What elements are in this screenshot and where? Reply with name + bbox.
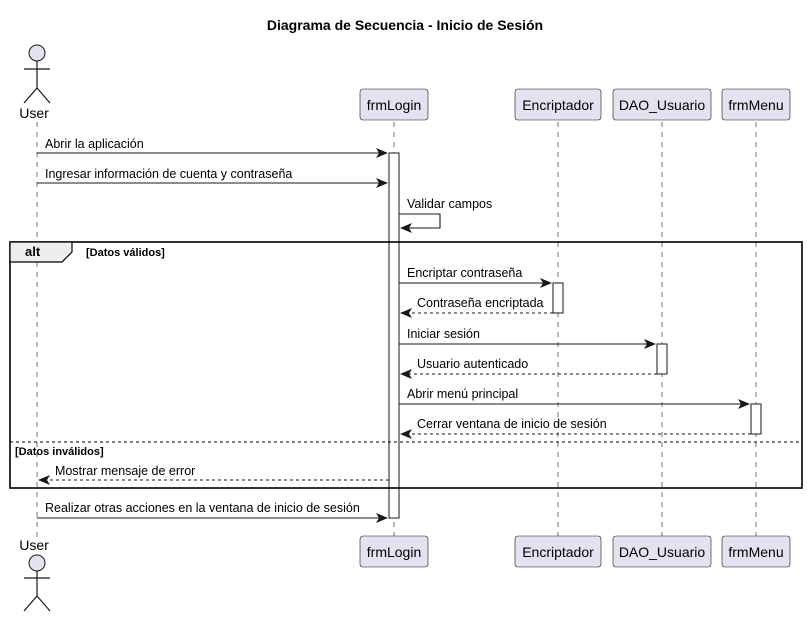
message-ingresar-informacion: Ingresar información de cuenta y contras… — [37, 167, 388, 188]
svg-text:Mostrar mensaje de error: Mostrar mensaje de error — [55, 464, 195, 478]
svg-text:Contraseña encriptada: Contraseña encriptada — [417, 296, 544, 310]
actor-user-bottom — [23, 554, 51, 612]
svg-text:Encriptador: Encriptador — [522, 544, 594, 560]
svg-text:Cerrar ventana de inicio de se: Cerrar ventana de inicio de sesión — [417, 417, 607, 431]
svg-text:Abrir la aplicación: Abrir la aplicación — [45, 137, 144, 151]
svg-text:DAO_Usuario: DAO_Usuario — [619, 97, 706, 113]
svg-text:frmLogin: frmLogin — [367, 544, 421, 560]
activation-encriptador — [552, 282, 564, 314]
svg-text:Usuario autenticado: Usuario autenticado — [417, 357, 528, 371]
guard-datos-invalidos: [Datos inválidos] — [15, 446, 104, 458]
actor-user-label-top: User — [19, 105, 49, 121]
message-realizar-otras-acciones: Realizar otras acciones en la ventana de… — [37, 501, 388, 523]
alt-fragment: alt [Datos válidos] [Datos inválidos] — [9, 241, 803, 489]
participant-frmlogin-bottom: frmLogin — [359, 535, 429, 568]
activation-frmmenu — [750, 403, 762, 435]
participant-dao-usuario-bottom: DAO_Usuario — [612, 535, 712, 568]
alt-label: alt — [25, 244, 41, 259]
svg-text:Validar campos: Validar campos — [407, 197, 492, 211]
svg-text:Encriptador: Encriptador — [522, 97, 594, 113]
message-encriptar-contrasena: Encriptar contraseña — [399, 266, 552, 288]
guard-datos-validos: [Datos válidos] — [86, 247, 165, 259]
svg-text:Ingresar información de cuenta: Ingresar información de cuenta y contras… — [45, 167, 292, 181]
svg-text:DAO_Usuario: DAO_Usuario — [619, 544, 706, 560]
message-iniciar-sesion: Iniciar sesión — [399, 327, 656, 349]
participant-dao-usuario-top: DAO_Usuario — [612, 88, 712, 121]
participant-frmlogin-top: frmLogin — [359, 88, 429, 121]
participant-encriptador-top: Encriptador — [514, 88, 602, 121]
message-abrir-aplicacion: Abrir la aplicación — [37, 137, 388, 158]
svg-text:Realizar otras acciones en la: Realizar otras acciones en la ventana de… — [45, 501, 360, 515]
message-validar-campos: Validar campos — [399, 197, 492, 233]
svg-text:frmMenu: frmMenu — [728, 97, 783, 113]
activation-dao-usuario — [656, 343, 668, 375]
activation-frmlogin — [388, 152, 400, 519]
svg-text:frmLogin: frmLogin — [367, 97, 421, 113]
participant-encriptador-bottom: Encriptador — [514, 535, 602, 568]
svg-text:Iniciar sesión: Iniciar sesión — [407, 327, 480, 341]
message-usuario-autenticado: Usuario autenticado — [400, 357, 657, 379]
svg-text:Abrir menú principal: Abrir menú principal — [407, 387, 518, 401]
diagram-title: Diagrama de Secuencia - Inicio de Sesión — [267, 17, 543, 33]
message-contrasena-encriptada: Contraseña encriptada — [400, 296, 553, 318]
svg-text:Encriptar contraseña: Encriptar contraseña — [407, 266, 522, 280]
message-mostrar-error: Mostrar mensaje de error — [38, 464, 389, 485]
actor-user-label-bottom: User — [19, 537, 49, 553]
svg-text:frmMenu: frmMenu — [728, 544, 783, 560]
message-cerrar-ventana: Cerrar ventana de inicio de sesión — [400, 417, 751, 439]
message-abrir-menu-principal: Abrir menú principal — [399, 387, 750, 409]
actor-user-top — [23, 44, 51, 104]
participant-frmmenu-top: frmMenu — [721, 88, 791, 121]
participant-frmmenu-bottom: frmMenu — [721, 535, 791, 568]
